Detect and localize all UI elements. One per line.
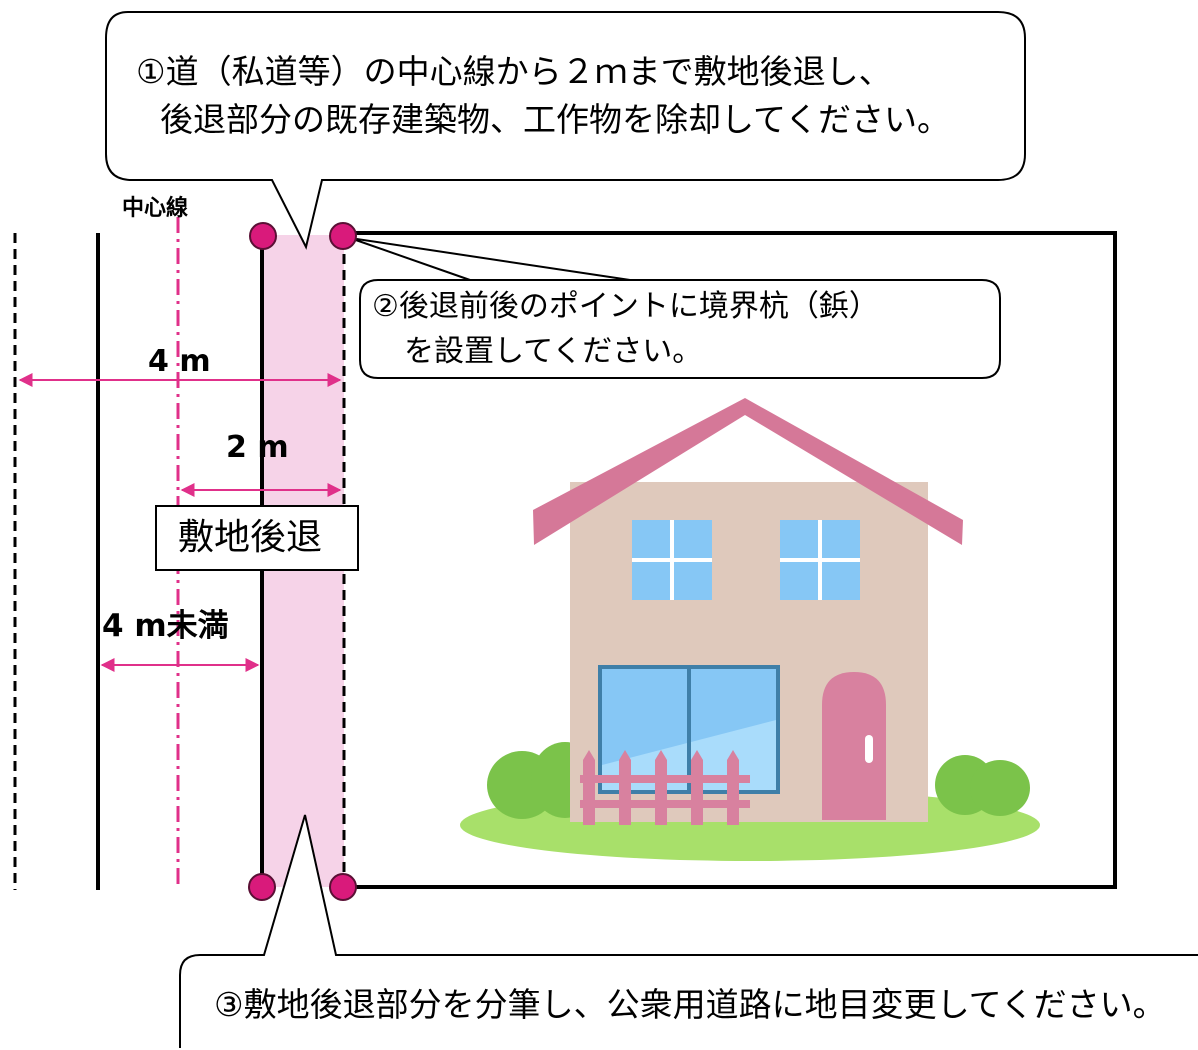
window-large: [598, 665, 780, 794]
window-upper-left: [632, 520, 712, 600]
callout-bubble-2: [349, 237, 1001, 379]
callout-2-line-2: を設置してください。: [404, 334, 703, 369]
house-roof: [533, 398, 963, 545]
boundary-pin-icon: [249, 222, 277, 250]
bush-right: [970, 760, 1030, 816]
callout-1-line-2: 後退部分の既存建築物、工作物を除却してください。: [160, 100, 951, 139]
setback-label: 敷地後退: [178, 517, 323, 558]
callout-bubble-1: [105, 11, 1026, 250]
under-4m-label: 4 m未満: [102, 608, 229, 644]
callout-3-line-1: ③敷地後退部分を分筆し、公衆用道路に地目変更してください。: [214, 985, 1166, 1024]
door: [822, 672, 886, 820]
center-line-label: 中心線: [122, 196, 189, 221]
door-handle: [865, 735, 873, 763]
window-upper-right: [780, 520, 860, 600]
boundary-pin-icon: [329, 222, 357, 250]
house-illustration: [460, 398, 1040, 861]
boundary-pin-icon: [248, 873, 276, 901]
width-4m-label: 4 m: [148, 344, 211, 379]
callout-1-line-1: ①道（私道等）の中心線から２ｍまで敷地後退し、: [136, 52, 892, 91]
boundary-pin-icon: [329, 873, 357, 901]
boundary-pins: [248, 222, 357, 901]
fence: [580, 750, 750, 825]
callout-2-line-1: ②後退前後のポイントに境界杭（鋲）: [372, 289, 879, 324]
setback-label-box: [155, 505, 359, 571]
callout-bubble-3: [179, 814, 1198, 1048]
lot-boundary: [345, 231, 1117, 889]
width-2m-label: 2 m: [226, 430, 289, 465]
